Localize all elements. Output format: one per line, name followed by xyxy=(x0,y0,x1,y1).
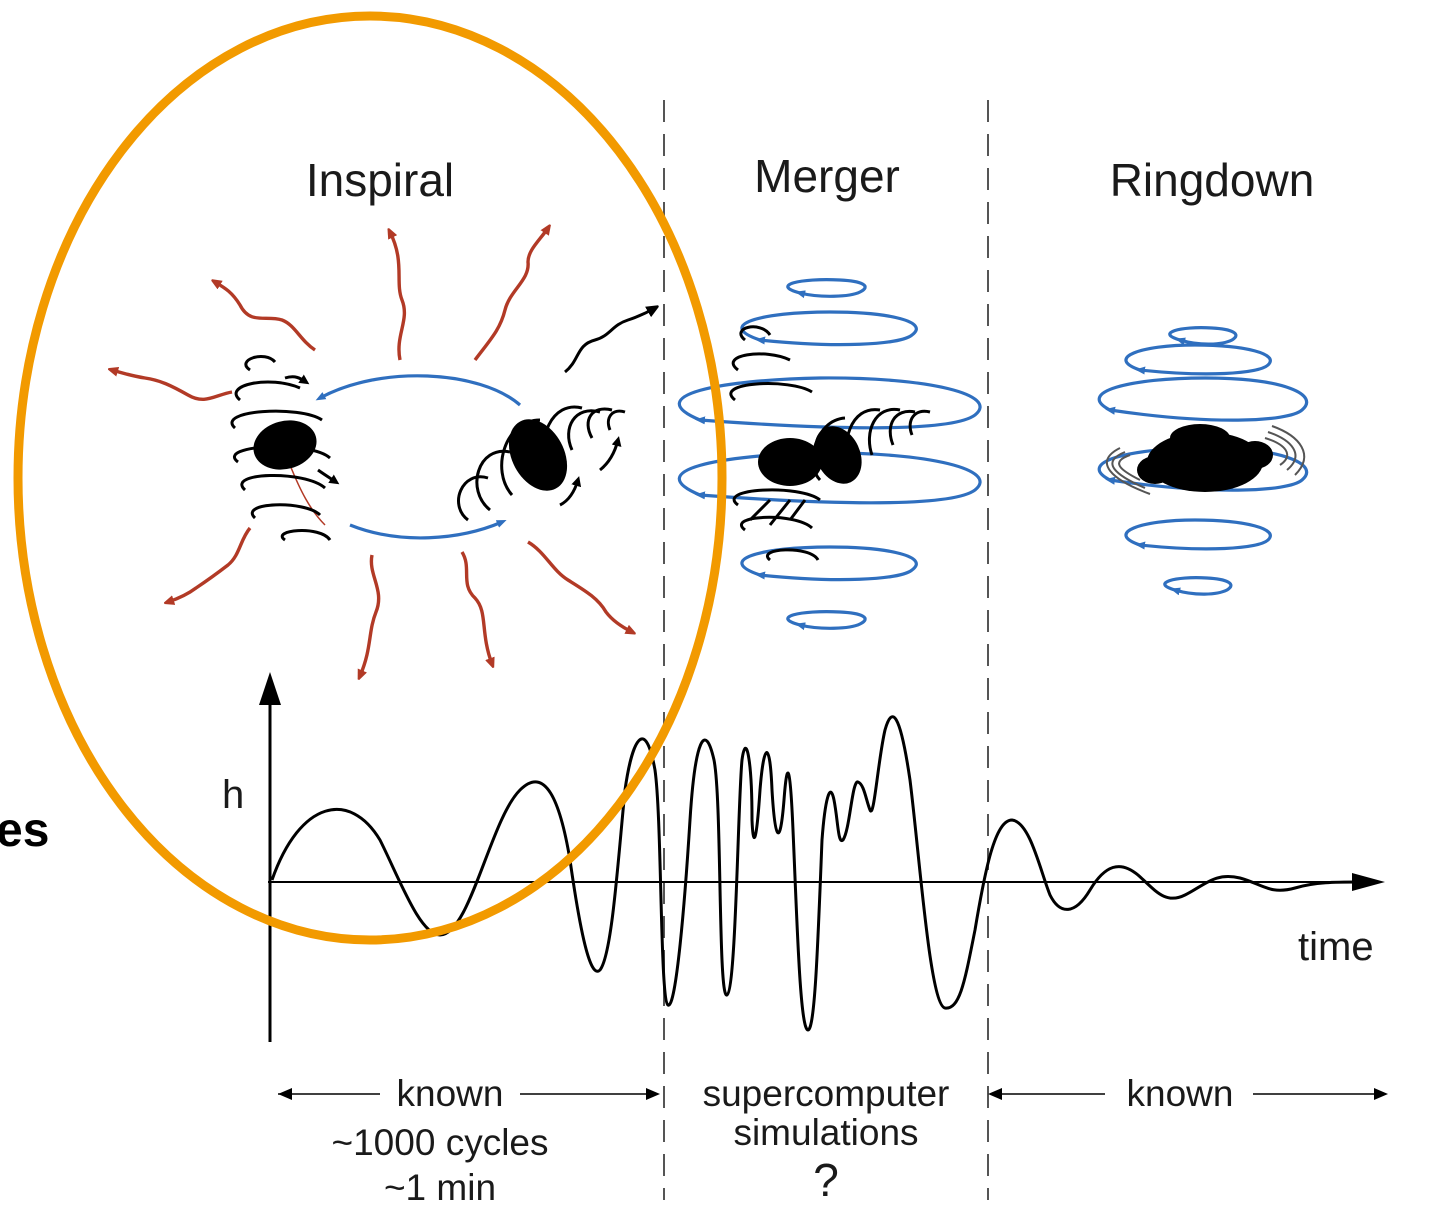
spacetime-coil-right xyxy=(457,405,626,522)
radiation-arrow xyxy=(112,370,233,401)
y-axis-arrowhead xyxy=(259,672,281,705)
simulations-label: simulations xyxy=(733,1112,918,1153)
merger-ring xyxy=(740,545,918,582)
black-radiation-arrow xyxy=(564,308,655,374)
spacetime-coil-merger xyxy=(729,325,931,562)
merger-illustration xyxy=(677,278,982,631)
cycles-label: ~1000 cycles xyxy=(332,1122,549,1163)
radiation-arrow xyxy=(460,551,492,664)
black-hole-right xyxy=(508,419,568,491)
x-axis-label: time xyxy=(1298,925,1374,969)
phase-title-merger: Merger xyxy=(754,150,900,202)
orbit-center-line xyxy=(289,464,326,526)
y-axis-label: h xyxy=(222,773,244,817)
x-axis-arrowhead xyxy=(1352,873,1385,891)
merger-ring xyxy=(786,278,867,299)
ringdown-illustration xyxy=(1097,326,1309,596)
radiation-arrow xyxy=(390,232,407,361)
supercomputer-label: supercomputer xyxy=(703,1073,950,1114)
known-label-left: known xyxy=(397,1073,504,1114)
duration-label: ~1 min xyxy=(384,1167,496,1208)
black-hole-final xyxy=(1137,424,1273,492)
merger-ring xyxy=(677,451,982,505)
black-hole-merging-a xyxy=(758,438,822,486)
ringdown-ring xyxy=(1124,343,1272,376)
inspiral-highlight-ellipse xyxy=(13,11,727,945)
merger-ring xyxy=(740,310,918,347)
radiation-arrow xyxy=(473,228,548,362)
radiation-arrow xyxy=(168,526,252,602)
waveform-plot: h time known known supercomputer simulat… xyxy=(222,672,1388,1208)
black-hole-left xyxy=(253,420,317,470)
ringdown-ring xyxy=(1124,518,1272,551)
spacetime-coil-left xyxy=(230,355,340,542)
ringdown-ring xyxy=(1097,376,1309,422)
ringdown-ring xyxy=(1168,326,1238,346)
radiation-arrow xyxy=(215,282,316,352)
waveform-curve xyxy=(270,715,1361,1032)
merger-ring xyxy=(786,610,867,631)
ringdown-ring xyxy=(1163,576,1233,596)
unknown-question-mark: ? xyxy=(813,1154,839,1206)
inspiral-illustration xyxy=(112,228,655,676)
phase-title-ringdown: Ringdown xyxy=(1110,154,1315,206)
merger-ring xyxy=(677,376,982,430)
known-label-right: known xyxy=(1127,1073,1234,1114)
radiation-arrow xyxy=(527,540,632,632)
cutoff-slide-text: es xyxy=(0,804,49,857)
orbit-arc-top xyxy=(315,374,522,407)
ringdown-ripples xyxy=(1105,425,1306,495)
orbit-arc-bottom xyxy=(349,520,507,540)
phase-title-inspiral: Inspiral xyxy=(306,154,454,206)
radiation-arrow xyxy=(360,554,381,676)
